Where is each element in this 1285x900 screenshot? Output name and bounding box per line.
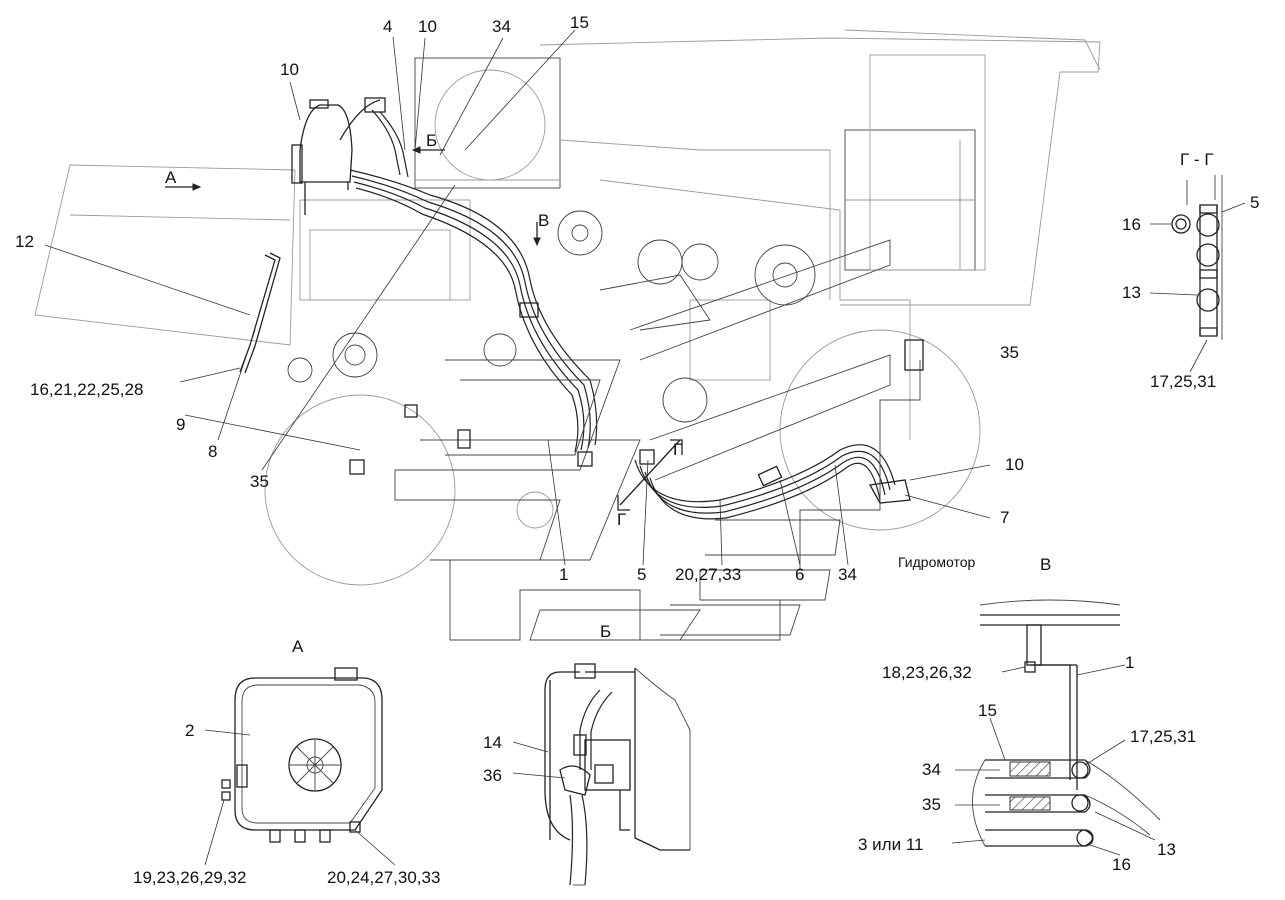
- view-v-label-18-group: 18,23,26,32: [882, 663, 972, 682]
- view-v-label-3-or-11: 3 или 11: [858, 835, 923, 854]
- view-v-label-17-group: 17,25,31: [1130, 727, 1196, 746]
- pulleys: [264, 210, 981, 586]
- view-v-label-13: 13: [1157, 840, 1176, 859]
- label-10-right: 10: [1005, 455, 1024, 474]
- label-12: 12: [15, 232, 34, 251]
- view-v-label-1: 1: [1125, 653, 1134, 672]
- hose-bundle-main: [349, 109, 598, 453]
- label-35-left: 35: [250, 472, 269, 491]
- marker-view-v: В: [538, 211, 549, 230]
- label-5: 5: [637, 565, 646, 584]
- label-10-left: 10: [280, 60, 299, 79]
- label-20-group: 20,27,33: [675, 565, 741, 584]
- view-v-label-35: 35: [922, 795, 941, 814]
- label-6: 6: [795, 565, 804, 584]
- label-35-right: 35: [1000, 343, 1019, 362]
- pipe-8: [239, 252, 281, 374]
- hose-bundle-motor: [634, 444, 911, 520]
- section-gg-label-5: 5: [1250, 193, 1259, 212]
- view-a-label-2: 2: [185, 721, 194, 740]
- arrow-view-v-icon: [533, 222, 541, 247]
- view-v-title: В: [1040, 555, 1051, 574]
- machine-body: [299, 29, 1101, 440]
- view-b-title: Б: [600, 622, 611, 641]
- section-gg: Г - Г 16 5 13 17,25,31: [1122, 150, 1259, 391]
- main-view: 4 10 34 15 10 12 16,21,22,25,28 9 8 35 3…: [15, 13, 1101, 641]
- marker-view-b: Б: [426, 131, 437, 150]
- view-v-label-34: 34: [922, 760, 941, 779]
- section-gg-label-16: 16: [1122, 215, 1141, 234]
- label-1: 1: [559, 565, 568, 584]
- label-15: 15: [570, 13, 589, 32]
- view-a-label-19-group: 19,23,26,29,32: [133, 868, 246, 887]
- view-b: Б 14 36: [483, 622, 691, 886]
- hydraulic-tank: [291, 97, 386, 215]
- clamps-main: [349, 339, 924, 475]
- arrow-view-a-icon: [165, 183, 202, 191]
- section-gg-label-17-group: 17,25,31: [1150, 372, 1216, 391]
- section-cut-g-icon: [617, 439, 683, 511]
- label-10-top: 10: [418, 17, 437, 36]
- section-gg-label-13: 13: [1122, 283, 1141, 302]
- label-7: 7: [1000, 508, 1009, 527]
- label-9: 9: [176, 415, 185, 434]
- chevron-outline: [394, 239, 921, 641]
- section-gg-title: Г - Г: [1180, 150, 1214, 169]
- marker-view-a: А: [165, 168, 177, 187]
- label-16-group: 16,21,22,25,28: [30, 380, 143, 399]
- marker-section-g-right: Г: [673, 440, 682, 459]
- label-hydromotor: Гидромотор: [898, 554, 976, 570]
- arrow-view-b-icon: [411, 146, 445, 154]
- view-a: А 2 19,23,26,29,32 20,24,27,30,33: [133, 637, 440, 887]
- label-4: 4: [383, 17, 392, 36]
- view-b-label-36: 36: [483, 766, 502, 785]
- marker-section-g-left: Г: [617, 510, 626, 529]
- view-v-label-15: 15: [978, 701, 997, 720]
- label-34-top: 34: [492, 17, 511, 36]
- label-8: 8: [208, 442, 217, 461]
- label-34-bottom: 34: [838, 565, 857, 584]
- header-frame: [34, 164, 296, 346]
- view-v: В 18,23,26,32 1 15 17,25,31 34 35: [858, 555, 1196, 874]
- view-v-label-16: 16: [1112, 855, 1131, 874]
- view-b-label-14: 14: [483, 733, 502, 752]
- view-a-label-20-group: 20,24,27,30,33: [327, 868, 440, 887]
- view-a-title: А: [292, 637, 304, 656]
- leader-lines-main: [44, 29, 991, 566]
